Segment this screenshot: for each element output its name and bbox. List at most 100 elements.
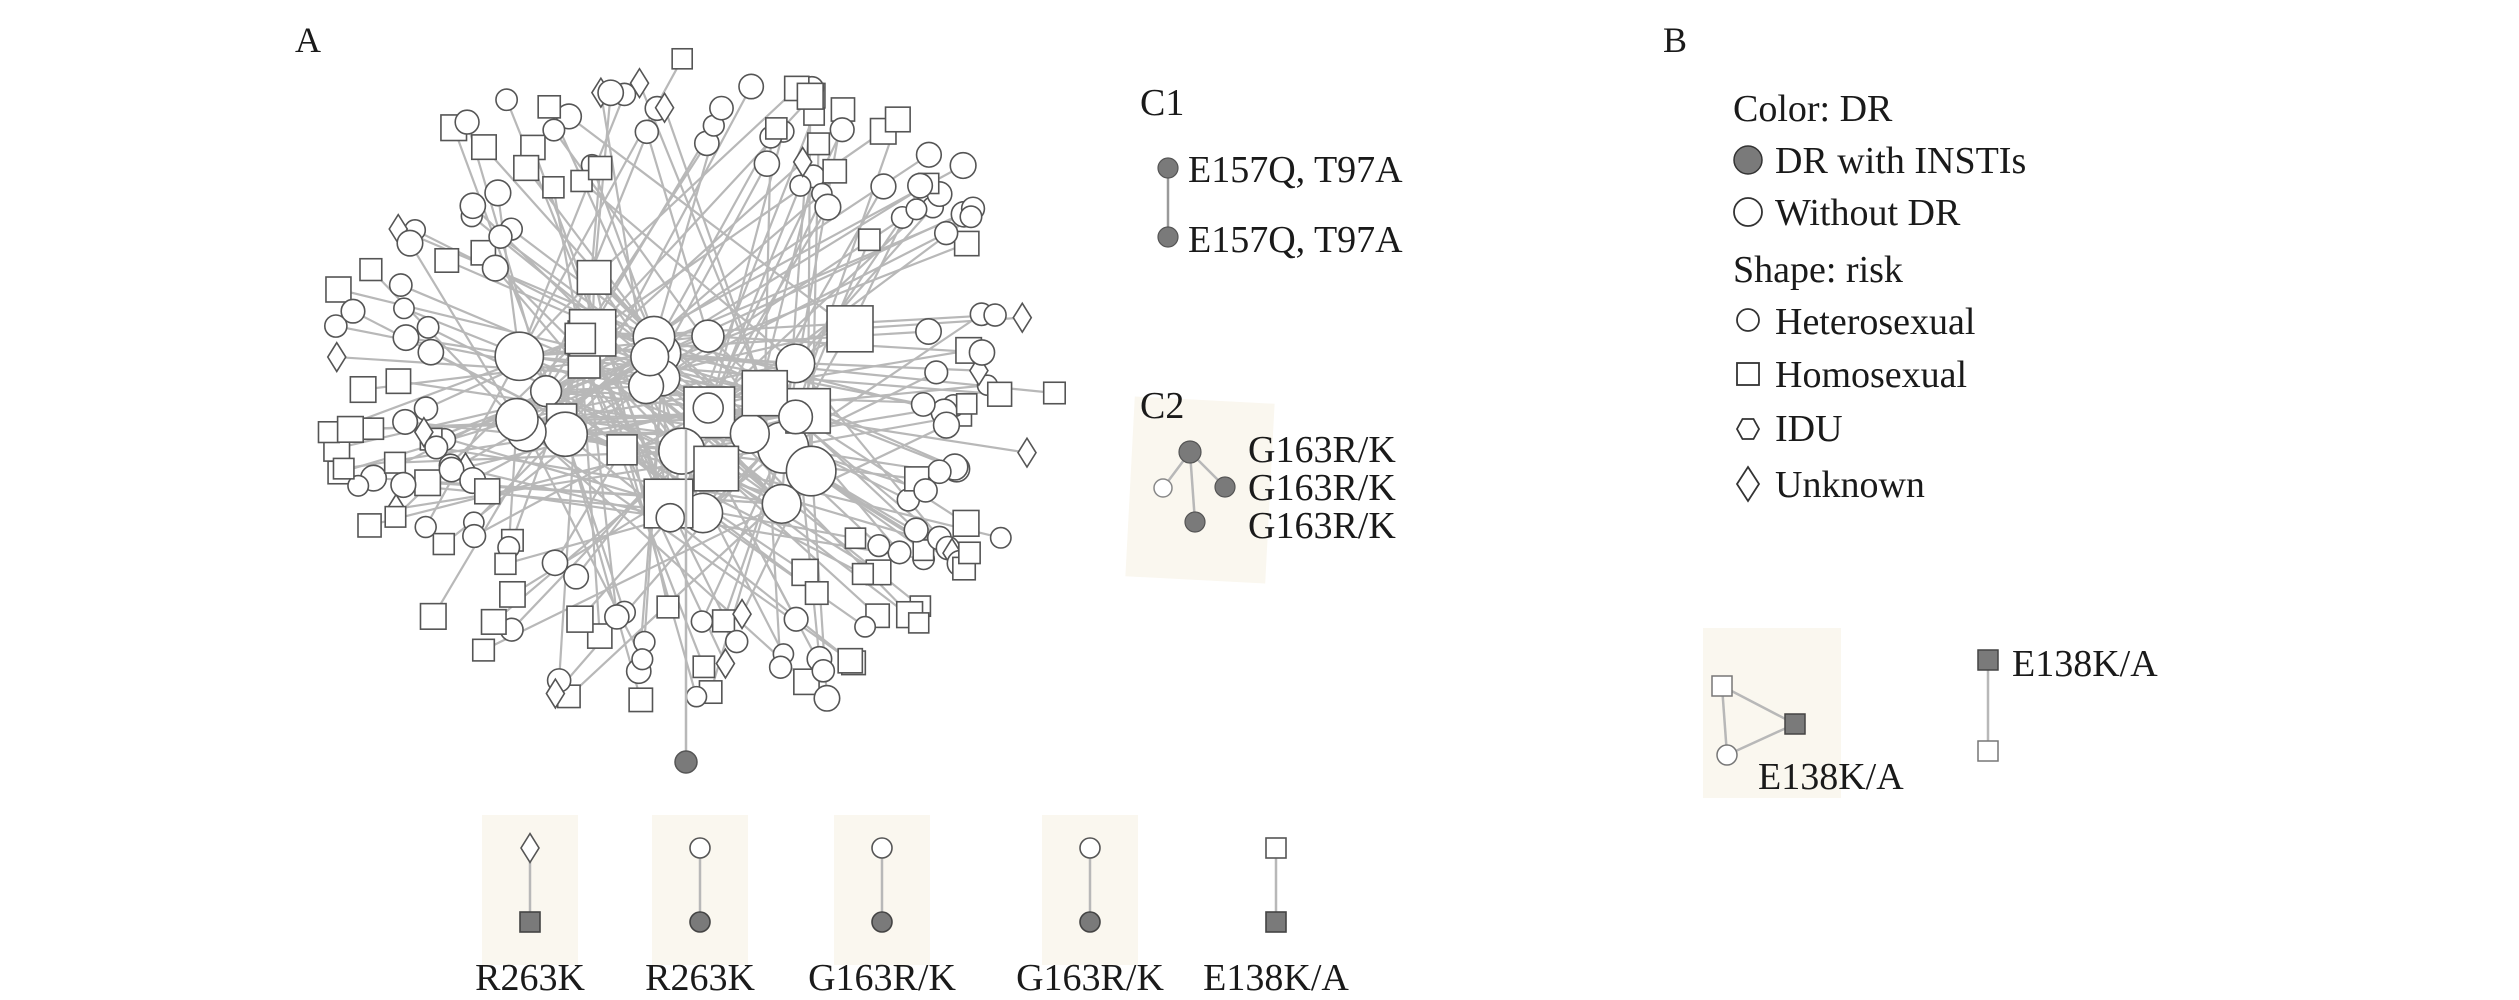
cluster-node xyxy=(604,604,630,630)
c1-node-2-label: E157Q, T97A xyxy=(1188,219,1403,261)
legend-diamond-icon xyxy=(1735,465,1761,503)
cluster-node xyxy=(332,457,355,480)
dyad-top-node xyxy=(1265,837,1287,859)
tri-node-white-circle xyxy=(1716,744,1738,766)
cluster-node xyxy=(724,629,749,654)
cluster-node xyxy=(434,247,460,273)
c2-node-bottom xyxy=(1184,511,1206,533)
cluster-node xyxy=(986,381,1013,407)
cluster-c1: C1 E157Q, T97A E157Q, T97A xyxy=(1140,82,1403,261)
cluster-node xyxy=(907,172,934,199)
cluster-dr-node xyxy=(674,750,698,774)
cluster-node xyxy=(867,533,891,558)
cluster-c2: C2 G163R/K G163R/K G163R/K xyxy=(1125,385,1396,584)
cluster-hub-node xyxy=(494,331,545,382)
dyad-label: R263K xyxy=(475,957,585,999)
cluster-edge xyxy=(516,418,808,683)
legend-square-icon xyxy=(1736,362,1760,386)
cluster-node xyxy=(958,541,981,565)
cluster-node xyxy=(822,158,848,184)
cluster-node xyxy=(542,118,566,142)
tri-edge-3 xyxy=(1726,722,1796,757)
cluster-node xyxy=(628,687,654,713)
b-pair-label: E138K/A xyxy=(2012,643,2158,685)
cluster-node xyxy=(804,580,829,606)
cluster-node xyxy=(414,515,437,539)
cluster-edge xyxy=(584,338,618,618)
legend-unknown: Unknown xyxy=(1775,464,1925,506)
cluster-node xyxy=(414,469,442,497)
tri-edge-2 xyxy=(1720,685,1729,756)
cluster-hub-node xyxy=(691,319,725,353)
cluster-node xyxy=(494,552,517,576)
cluster-node xyxy=(432,532,456,556)
cluster-node xyxy=(711,609,736,633)
cluster-node xyxy=(933,220,959,246)
cluster-node xyxy=(811,658,836,683)
dyad-top-node xyxy=(520,832,540,864)
tri-node-white-square xyxy=(1711,675,1733,697)
cluster-edge xyxy=(645,385,783,505)
cluster-node xyxy=(349,375,377,404)
legend-dr-icon xyxy=(1733,145,1763,175)
cluster-node xyxy=(413,396,439,421)
dyad-label: G163R/K xyxy=(1016,957,1164,999)
legend-color-title: Color: DR xyxy=(1733,88,1893,130)
cluster-node xyxy=(438,456,465,483)
cluster-node xyxy=(357,513,382,538)
cluster-node xyxy=(983,303,1007,327)
cluster-node xyxy=(317,421,340,444)
cluster-edge xyxy=(722,447,785,622)
cluster-edge xyxy=(579,338,601,637)
cluster-edge xyxy=(548,106,662,354)
cluster-hub-node xyxy=(606,434,638,466)
cluster-node xyxy=(1017,436,1037,469)
cluster-hub-node xyxy=(495,397,539,442)
cluster-node xyxy=(685,685,708,708)
cluster-node xyxy=(753,150,781,177)
cluster-node xyxy=(383,451,407,474)
dyad-top-node xyxy=(871,837,893,859)
cluster-hub-node xyxy=(693,445,740,492)
cluster-node xyxy=(924,360,949,385)
cluster-node xyxy=(563,563,590,590)
cluster-edge xyxy=(370,268,528,433)
cluster-node xyxy=(393,297,415,320)
cluster-node xyxy=(907,612,930,634)
cluster-edge xyxy=(621,448,864,575)
c1-node-2 xyxy=(1157,226,1179,248)
cluster-node xyxy=(631,648,654,671)
cluster-node xyxy=(390,471,417,499)
cluster-edge xyxy=(558,338,582,681)
cluster-edge xyxy=(584,125,715,339)
cluster-node xyxy=(910,391,936,417)
cluster-node xyxy=(783,606,809,632)
cluster-node xyxy=(325,276,352,303)
cluster-edge xyxy=(795,415,1028,454)
cluster-node xyxy=(844,527,867,550)
cluster-hub-node xyxy=(761,483,802,525)
cluster-node xyxy=(347,474,370,497)
cluster-node xyxy=(913,478,938,503)
cluster-node xyxy=(513,154,540,182)
cluster-edge xyxy=(446,259,662,355)
cluster-node xyxy=(654,91,675,124)
cluster-edge xyxy=(661,377,783,505)
cluster-node xyxy=(968,339,996,366)
cluster-edge xyxy=(423,431,669,505)
c2-node-white xyxy=(1153,478,1173,498)
cluster-node xyxy=(796,82,824,110)
cluster-node xyxy=(915,141,943,168)
cluster-node xyxy=(545,677,566,710)
legend-hexagon-icon xyxy=(1735,418,1761,440)
cluster-node xyxy=(764,117,788,140)
cluster-node xyxy=(692,655,716,679)
cluster-node xyxy=(949,151,977,180)
cluster-node xyxy=(851,562,875,586)
cluster-hub-node xyxy=(692,392,724,424)
cluster-node xyxy=(416,315,440,339)
cluster-node xyxy=(989,526,1012,549)
tri-node-gray-square xyxy=(1784,713,1806,735)
